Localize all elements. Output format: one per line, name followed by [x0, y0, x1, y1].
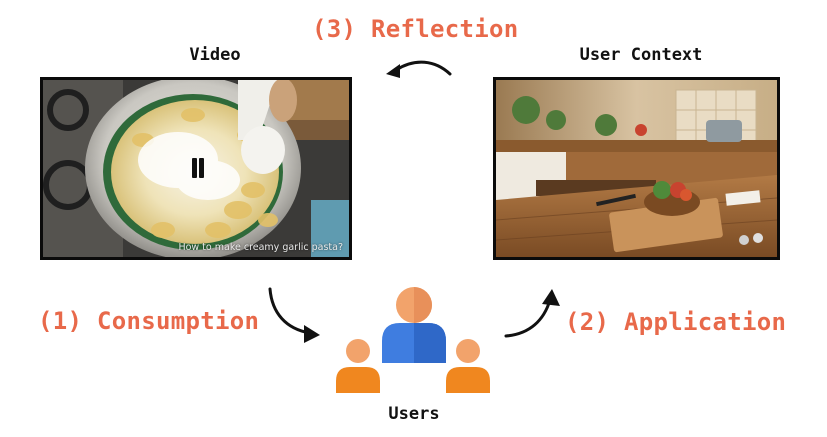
reflection-stage-label: (3) Reflection — [312, 15, 519, 43]
application-stage-label: (2) Application — [565, 308, 787, 336]
users-icon — [336, 287, 490, 393]
users-label: Users — [388, 404, 440, 424]
video-caption: How to make creamy garlic pasta? — [178, 242, 343, 253]
reflection-arrow — [386, 60, 452, 78]
video-label: Video — [189, 45, 241, 65]
consumption-arrow — [268, 287, 320, 343]
pause-icon[interactable] — [190, 158, 206, 178]
consumption-stage-label: (1) Consumption — [38, 307, 260, 335]
user-context-frame — [493, 77, 780, 260]
user-context-label: User Context — [579, 45, 703, 65]
application-arrow — [504, 289, 560, 338]
kitchen-context-image — [496, 80, 777, 257]
video-frame[interactable]: How to make creamy garlic pasta? — [40, 77, 352, 260]
